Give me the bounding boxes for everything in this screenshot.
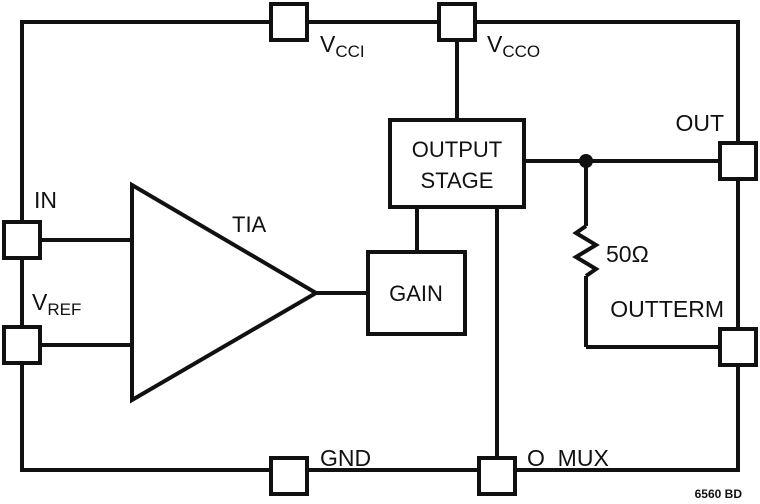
- label-in: IN: [34, 187, 57, 213]
- gain-block: [366, 250, 467, 336]
- pin-vcco: [437, 2, 477, 42]
- pin-gnd: [269, 456, 309, 496]
- label-gain: GAIN: [389, 281, 443, 306]
- label-gnd: GND: [320, 445, 371, 471]
- tia-amplifier: [130, 181, 320, 404]
- pin-out: [718, 141, 758, 181]
- junction-dot: [579, 154, 593, 168]
- wires: [40, 40, 720, 458]
- pins: [2, 2, 758, 496]
- figure-id: 6560 BD: [695, 487, 743, 501]
- pin-vcci: [269, 2, 309, 42]
- pin-o-mux: [477, 456, 517, 496]
- label-output-stage-line2: STAGE: [421, 168, 494, 193]
- label-o-mux: O_MUX: [527, 445, 609, 471]
- label-vcci: VCCI: [320, 31, 365, 61]
- pin-in: [2, 220, 42, 260]
- label-output-stage-line1: OUTPUT: [412, 137, 502, 162]
- label-vref: VREF: [32, 289, 81, 319]
- label-outterm: OUTTERM: [610, 296, 724, 322]
- label-resistor: 50Ω: [606, 241, 649, 267]
- pin-outterm: [718, 327, 758, 367]
- label-tia: TIA: [232, 212, 267, 237]
- pin-vref: [2, 325, 42, 365]
- label-out: OUT: [675, 110, 724, 136]
- label-vcco: VCCO: [487, 31, 540, 61]
- output-stage-block: [388, 118, 526, 209]
